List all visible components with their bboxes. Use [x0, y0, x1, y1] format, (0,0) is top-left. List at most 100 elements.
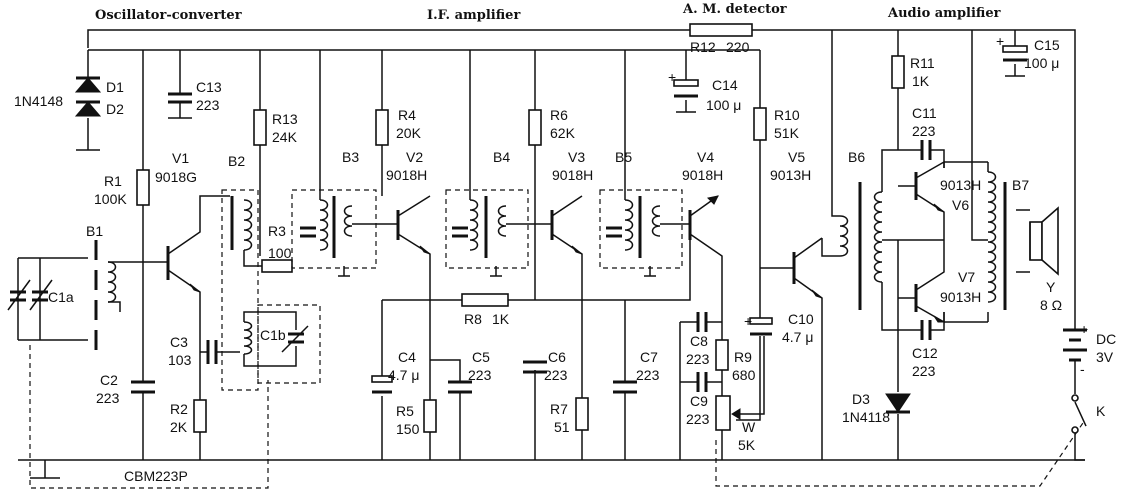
r6-label: R6	[550, 107, 568, 123]
c4-capacitor	[371, 300, 393, 460]
b2-osc-coil	[230, 50, 262, 267]
b3-if-transformer	[300, 50, 398, 258]
c10-value: 4.7 μ	[782, 329, 813, 345]
c11-label: C11	[912, 105, 937, 121]
c7-value: 223	[636, 367, 660, 383]
c9-value: 223	[686, 411, 710, 427]
r8-resistor	[382, 240, 691, 307]
b7-label: B7	[1012, 177, 1029, 193]
switch-label: K	[1096, 403, 1106, 419]
c5-label: C5	[472, 349, 490, 365]
r5-resistor	[423, 359, 472, 460]
v7-transistor	[898, 240, 946, 324]
r11-label: R11	[910, 55, 935, 71]
r12-value: 220	[726, 39, 750, 55]
c11-capacitor	[881, 140, 945, 192]
v5-label: V5	[788, 149, 805, 165]
b5-shield	[599, 189, 683, 269]
v5-transistor	[760, 237, 823, 460]
r9-label: R9	[734, 349, 752, 365]
battery-label: DC	[1096, 331, 1116, 347]
v1-label: V1	[172, 150, 189, 166]
v6-label: V6	[952, 197, 969, 213]
cbm-label: CBM223P	[124, 468, 188, 484]
w-potentiometer	[715, 336, 765, 460]
top-rail	[87, 29, 1076, 330]
c9-label: C9	[690, 393, 708, 409]
header-audio-amplifier: Audio amplifier	[887, 6, 1001, 21]
v3-label: V3	[568, 149, 585, 165]
b7-output-transformer	[944, 30, 1030, 323]
v2-value: 9018H	[386, 167, 427, 183]
c10-plus: +	[744, 313, 752, 329]
header-oscillator: Oscillator-converter	[95, 8, 242, 23]
r10-resistor	[736, 50, 767, 421]
d3-label: D3	[852, 391, 870, 407]
r4-value: 20K	[396, 125, 422, 141]
ground-stub	[30, 460, 60, 479]
r2-value: 2K	[170, 419, 188, 435]
c10-label: C10	[788, 311, 814, 327]
r13-value: 24K	[272, 129, 298, 145]
r2-resistor	[193, 399, 207, 460]
battery-value: 3V	[1096, 349, 1114, 365]
c7-label: C7	[640, 349, 658, 365]
c4-label: C4	[398, 349, 416, 365]
r12-label: R12	[690, 39, 716, 55]
v1-value: 9018G	[155, 169, 197, 185]
c1b-variable-capacitor	[243, 311, 309, 367]
r8-value: 1K	[492, 311, 510, 327]
c14-value: 100 μ	[706, 97, 741, 113]
volume-switch-link	[715, 419, 1086, 487]
c3-label: C3	[170, 334, 188, 350]
r13-resistor	[253, 109, 267, 146]
c9-capacitor	[680, 372, 722, 392]
speaker-value: 8 Ω	[1040, 297, 1062, 313]
b4-shield	[445, 189, 529, 269]
r6-value: 62K	[550, 125, 576, 141]
w-value: 5K	[738, 437, 756, 453]
c2-capacitor	[131, 380, 155, 394]
w-label: W	[742, 419, 756, 435]
c2-value: 223	[96, 390, 120, 406]
battery-minus: -	[1080, 361, 1085, 377]
c10-capacitor	[749, 317, 773, 336]
c15-value: 100 μ	[1024, 55, 1059, 71]
c8-value: 223	[686, 351, 710, 367]
r1-value: 100K	[94, 191, 127, 207]
c6-capacitor	[523, 360, 547, 374]
r1-resistor	[136, 50, 150, 460]
v7-part: 9013H	[940, 289, 981, 305]
b6-label: B6	[848, 149, 865, 165]
c3-value: 103	[168, 352, 192, 368]
b4-label: B4	[493, 149, 510, 165]
r11-resistor	[891, 30, 905, 150]
v4-label: V4	[697, 149, 714, 165]
v1-transistor	[143, 195, 230, 400]
c11-value: 223	[912, 123, 936, 139]
c15-capacitor	[1002, 30, 1028, 77]
c6-value: 223	[544, 367, 568, 383]
v4-value: 9018H	[682, 167, 723, 183]
b5-label: B5	[615, 149, 632, 165]
v3-transistor	[550, 195, 583, 460]
c1a-label: C1a	[48, 289, 74, 305]
r4-label: R4	[398, 107, 416, 123]
power-switch[interactable]	[1071, 394, 1087, 461]
c6-label: C6	[548, 349, 566, 365]
c2-label: C2	[100, 372, 118, 388]
d-part-label: 1N4148	[14, 93, 63, 109]
b2-label: B2	[228, 153, 245, 169]
c14-plus: +	[668, 69, 676, 85]
r10-value: 51K	[774, 125, 800, 141]
v5-value: 9013H	[770, 167, 811, 183]
c15-plus: +	[996, 33, 1004, 49]
r2-label: R2	[170, 401, 188, 417]
r12-resistor	[689, 23, 753, 37]
v3-value: 9018H	[552, 167, 593, 183]
c4-value: 4.7 μ	[388, 367, 419, 383]
b4-if-transformer	[452, 50, 552, 258]
b1-label: B1	[86, 223, 103, 239]
d1-label: D1	[106, 79, 124, 95]
